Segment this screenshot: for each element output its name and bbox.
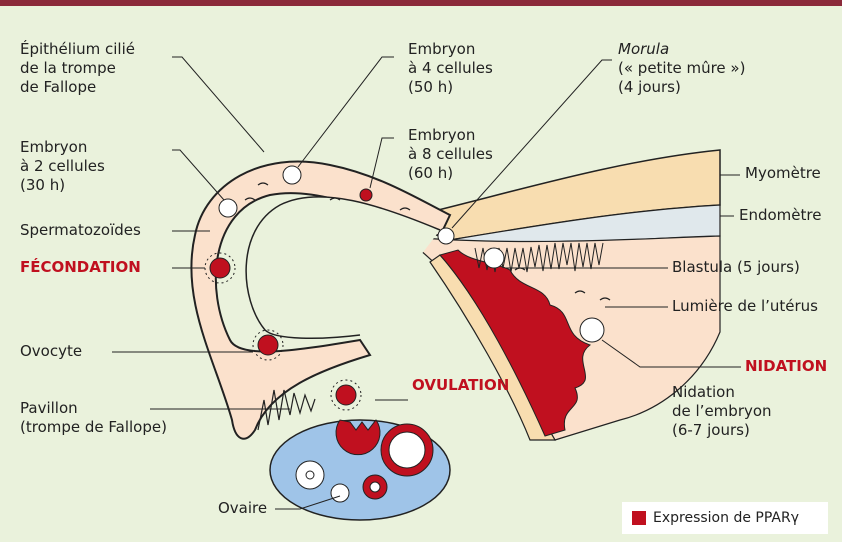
label-morula: Morula (« petite mûre ») (4 jours) — [618, 40, 745, 97]
embryo-8-cells — [360, 189, 372, 201]
label-myometre: Myomètre — [745, 164, 821, 183]
embryo-4-cells — [283, 166, 301, 184]
label-ovulation: OVULATION — [412, 376, 509, 395]
oocyte — [258, 335, 278, 355]
label-lumiere: Lumière de l’utérus — [672, 297, 818, 316]
tube-lumen — [246, 197, 440, 338]
label-embryo-2: Embryon à 2 cellules (30 h) — [20, 138, 105, 195]
label-endometre: Endomètre — [739, 206, 821, 225]
embryo-2-cells — [219, 199, 237, 217]
label-embryo-4: Embryon à 4 cellules (50 h) — [408, 40, 493, 97]
label-fecondation: FÉCONDATION — [20, 258, 141, 277]
fertilization — [210, 258, 230, 278]
label-blastula: Blastula (5 jours) — [672, 258, 800, 277]
legend: Expression de PPARγ — [622, 502, 828, 534]
implantation-embryo — [580, 318, 604, 342]
oocyte-ovulation — [336, 385, 356, 405]
label-ovaire: Ovaire — [218, 499, 267, 518]
label-ovocyte: Ovocyte — [20, 342, 82, 361]
label-embryo-8: Embryon à 8 cellules (60 h) — [408, 126, 493, 183]
legend-swatch — [632, 511, 646, 525]
legend-label: Expression de PPARγ — [653, 510, 799, 526]
label-nidation-embryon: Nidation de l’embryon (6-7 jours) — [672, 383, 772, 440]
label-pavillon: Pavillon (trompe de Fallope) — [20, 399, 167, 437]
label-spermatozoides: Spermatozoïdes — [20, 221, 141, 240]
blastula — [484, 248, 504, 268]
morula — [438, 228, 454, 244]
follicle-2 — [331, 484, 349, 502]
label-nidation: NIDATION — [745, 357, 827, 376]
label-epithelium: Épithélium cilié de la trompe de Fallope — [20, 40, 135, 97]
